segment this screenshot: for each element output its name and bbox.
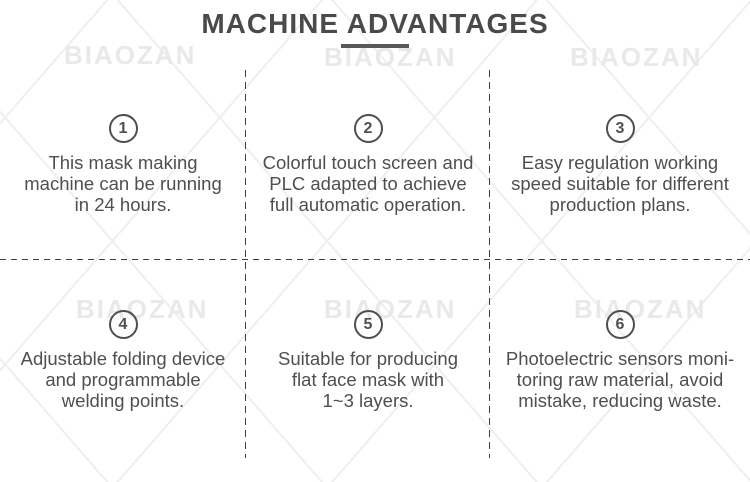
advantage-text-line: full automatic operation.: [269, 194, 467, 215]
advantage-item-1: 1 This mask making machine can be runnin…: [0, 114, 246, 215]
brand-watermark: BIAOZAN: [574, 294, 707, 324]
page-title: MACHINE ADVANTAGES: [201, 8, 549, 39]
advantage-item-2: 2 Colorful touch screen and PLC adapted …: [246, 114, 490, 215]
advantage-item-5: 5 Suitable for producing flat face mask …: [246, 310, 490, 411]
number-badge-6: 6: [605, 310, 635, 339]
number-badge-1: 1: [108, 114, 138, 143]
advantage-text-line: 1~3 layers.: [322, 390, 414, 411]
advantage-text-2: Colorful touch screen and PLC adapted to…: [263, 152, 474, 215]
advantage-text-1: This mask making machine can be running …: [24, 152, 221, 215]
advantage-text-line: speed suitable for different: [511, 173, 729, 194]
brand-watermark: BIAOZAN: [324, 294, 457, 324]
advantage-item-6: 6 Photoelectric sensors moni- toring raw…: [490, 310, 750, 411]
advantage-text-line: This mask making: [48, 152, 198, 173]
advantage-text-line: machine can be running: [24, 173, 222, 194]
advantage-text-line: flat face mask with: [291, 369, 445, 390]
number-badge-3: 3: [605, 114, 635, 143]
vertical-dashed-divider-right: [489, 70, 490, 458]
number-badge-2: 2: [353, 114, 383, 143]
advantage-text-line: welding points.: [61, 390, 185, 411]
advantage-text-line: PLC adapted to achieve: [269, 173, 467, 194]
advantage-text-line: production plans.: [549, 194, 691, 215]
advantage-text-3: Easy regulation working speed suitable f…: [511, 152, 729, 215]
vertical-dashed-divider-left: [245, 70, 246, 458]
horizontal-dashed-divider: [0, 259, 750, 260]
brand-watermark: BIAOZAN: [570, 42, 703, 72]
advantage-text-line: mistake, reducing waste.: [518, 390, 722, 411]
advantage-item-4: 4 Adjustable folding device and programm…: [0, 310, 246, 411]
advantage-text-6: Photoelectric sensors moni- toring raw m…: [506, 348, 734, 411]
advantage-text-line: Suitable for producing: [278, 348, 458, 369]
title-underline: [341, 44, 409, 48]
brand-watermark: BIAOZAN: [76, 294, 209, 324]
number-badge-5: 5: [353, 310, 383, 339]
advantage-text-line: and programmable: [45, 369, 201, 390]
advantage-text-line: Colorful touch screen and: [262, 152, 474, 173]
number-badge-4: 4: [108, 310, 138, 339]
advantage-text-line: Easy regulation working: [521, 152, 719, 173]
advantage-text-line: in 24 hours.: [74, 194, 172, 215]
brand-watermark: BIAOZAN: [64, 40, 197, 70]
advantage-text-line: Adjustable folding device: [20, 348, 226, 369]
advantage-text-4: Adjustable folding device and programmab…: [21, 348, 226, 411]
advantage-item-3: 3 Easy regulation working speed suitable…: [490, 114, 750, 215]
advantage-text-line: toring raw material, avoid: [516, 369, 724, 390]
advantage-text-5: Suitable for producing flat face mask wi…: [278, 348, 458, 411]
advantage-text-line: Photoelectric sensors moni-: [505, 348, 735, 369]
